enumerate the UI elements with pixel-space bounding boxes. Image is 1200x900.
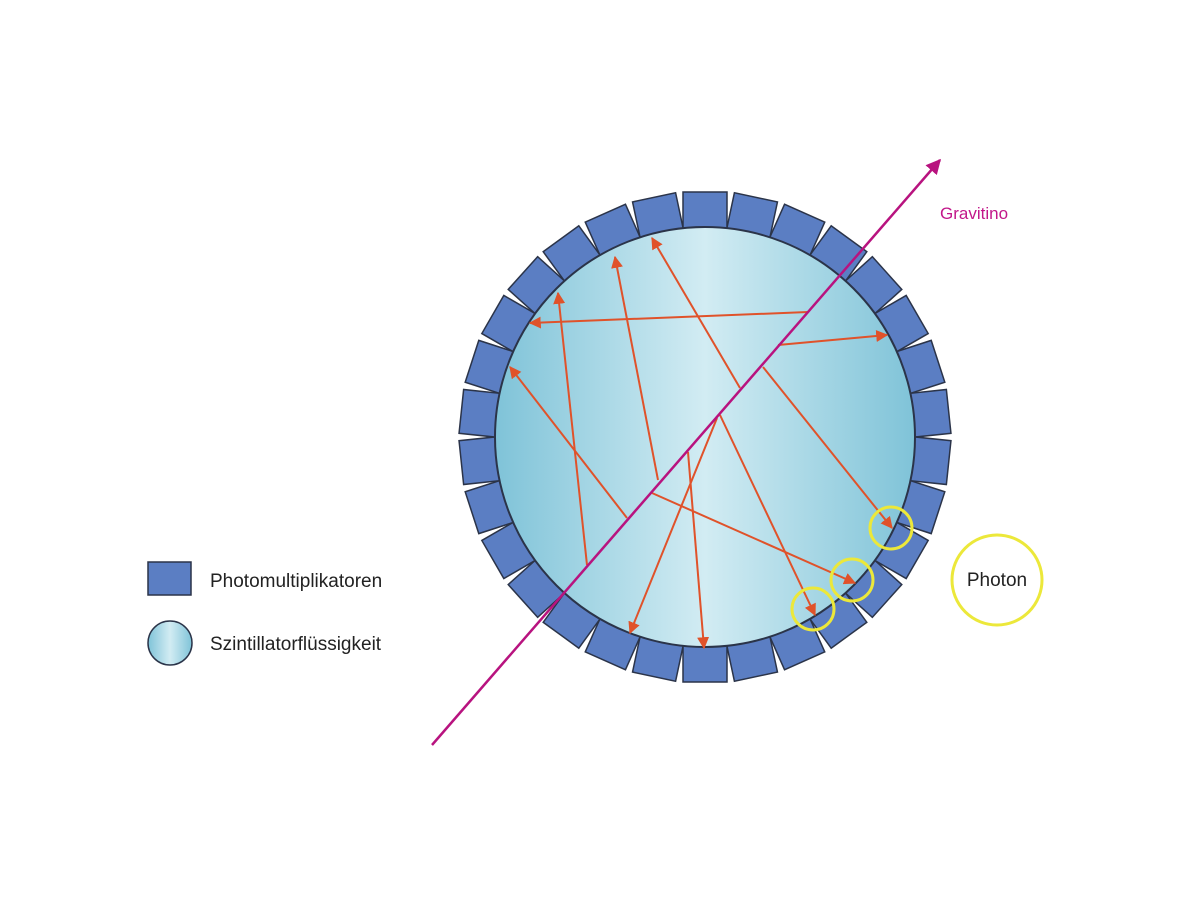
photon-hit-circle (829, 557, 875, 603)
legend-scintillator-label: Szintillatorflüssigkeit (210, 634, 382, 655)
legend-pmt-swatch (147, 561, 192, 596)
gravitino-track (431, 158, 941, 746)
photon-ray (553, 291, 588, 566)
photon-ray (651, 492, 857, 585)
photon-ray (651, 236, 741, 389)
photon-ray (611, 255, 659, 481)
photon-ray (528, 311, 809, 329)
legend-pmt-label: Photomultiplikatoren (210, 571, 382, 592)
photon-rays (509, 236, 893, 650)
photomultiplier (682, 643, 728, 683)
photon-legend-circle (950, 533, 1044, 627)
photon-ray (628, 417, 718, 635)
photon-hit-circle (868, 505, 914, 551)
photon-label: Photon (967, 570, 1027, 591)
photomultiplier (682, 191, 728, 231)
gravitino-label: Gravitino (940, 204, 1008, 223)
photon-hit-circle (790, 586, 836, 632)
photon-ray (777, 330, 889, 346)
legend-scintillator-swatch (147, 620, 193, 666)
photon-ray (687, 451, 710, 650)
photon-ray (719, 414, 816, 617)
photon-ray (509, 366, 628, 519)
scintillator-sphere (494, 226, 916, 648)
photon-ray (762, 366, 893, 529)
